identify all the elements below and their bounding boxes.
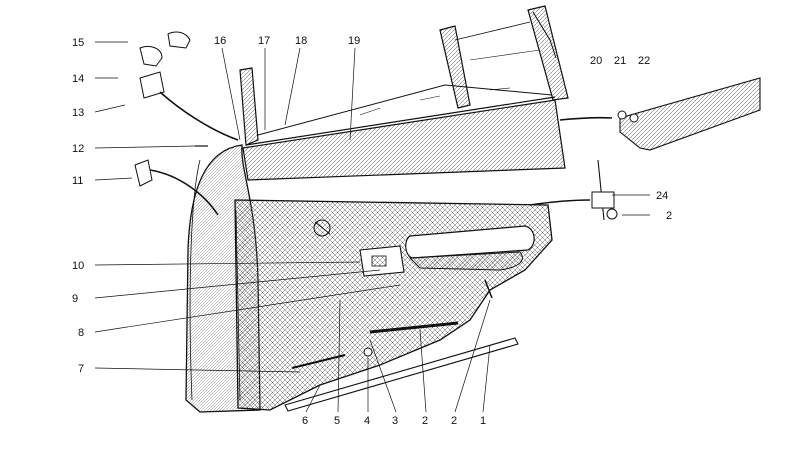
window-crank xyxy=(313,219,331,237)
label-14: 13 xyxy=(72,107,84,119)
label-18: 17 xyxy=(258,35,270,47)
bottom-moulding xyxy=(284,321,519,412)
label-5: 4 xyxy=(364,415,370,427)
label-7: 6 xyxy=(302,415,308,427)
label-8: 7 xyxy=(78,363,84,375)
label-4: 3 xyxy=(392,415,398,427)
leader-arrows xyxy=(149,91,613,216)
label-15: 14 xyxy=(72,73,84,85)
label-17: 16 xyxy=(214,35,226,47)
label-2-right: 2 xyxy=(666,210,672,222)
label-2-bottom: 2 xyxy=(451,415,457,427)
label-21: 20 xyxy=(590,55,602,67)
label-23: 22 xyxy=(638,55,650,67)
label-19: 18 xyxy=(295,35,307,47)
label-10: 9 xyxy=(72,293,78,305)
armrest xyxy=(405,225,535,271)
label-13: 12 xyxy=(72,143,84,155)
part-labels: 15 14 13 12 11 10 9 8 7 16 17 18 19 20 2… xyxy=(72,35,672,427)
label-12: 11 xyxy=(72,175,83,187)
leader-lines xyxy=(94,41,650,413)
label-16: 15 xyxy=(72,37,84,49)
inner-handle xyxy=(359,245,405,277)
label-9: 8 xyxy=(78,327,84,339)
label-11: 10 xyxy=(72,260,84,272)
label-6: 5 xyxy=(334,415,340,427)
label-22: 21 xyxy=(614,55,626,67)
label-24: 24 xyxy=(656,190,668,202)
label-1: 1 xyxy=(480,415,486,427)
small-parts xyxy=(134,31,761,357)
label-3: 2 xyxy=(422,415,428,427)
label-20: 19 xyxy=(348,35,360,47)
